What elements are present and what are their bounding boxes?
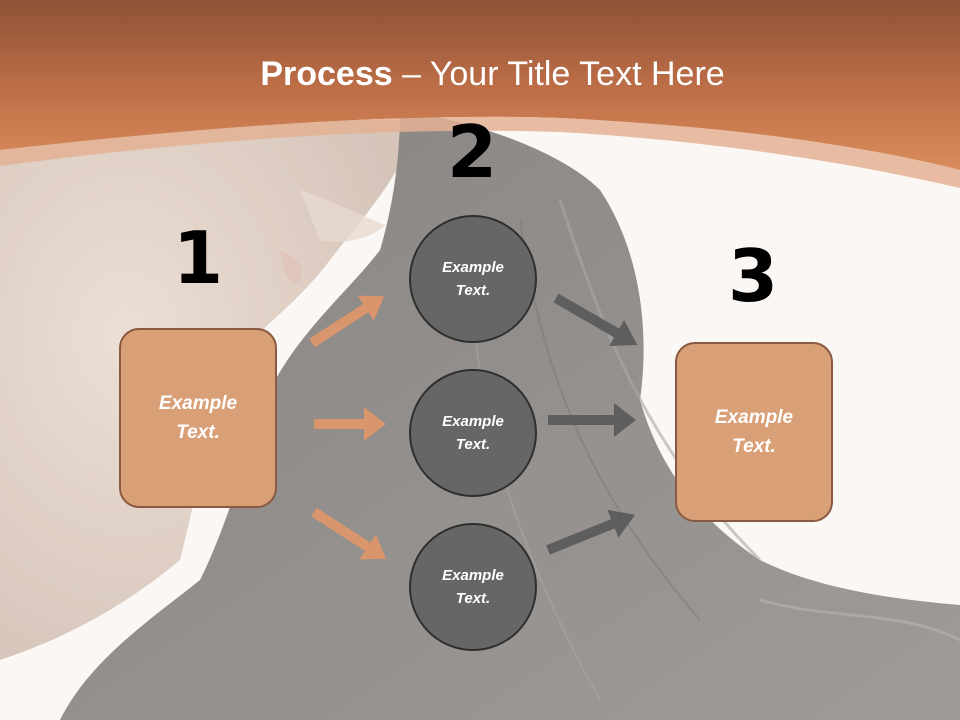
step-2-text-bottom: Example Text. [442, 567, 504, 607]
orange-arrow-right [314, 407, 386, 441]
step-2-number: 2 [446, 110, 498, 194]
gray-arrow-up-right [546, 509, 636, 555]
step-2-text-middle: Example Text. [442, 413, 504, 453]
step-2-circle-bottom: Example Text. [409, 523, 537, 651]
title-rest: – Your Title Text Here [392, 55, 725, 93]
step-2-circle-top: Example Text. [409, 215, 537, 343]
step-3-number: 3 [727, 234, 779, 318]
orange-arrow-down-right [311, 507, 387, 560]
orange-arrow-up-right [309, 295, 385, 348]
title-bold: Process [260, 55, 393, 93]
slide-title: Process – Your Title Text Here [0, 52, 960, 96]
step-3-box: Example Text. [675, 342, 833, 522]
gray-arrow-down-right [553, 293, 638, 346]
step-1-number: 1 [172, 216, 224, 300]
step-1-text: Example Text. [158, 393, 238, 443]
gray-arrow-right [548, 403, 636, 437]
step-3-text: Example Text. [714, 407, 794, 457]
step-2-circle-middle: Example Text. [409, 369, 537, 497]
step-1-box: Example Text. [119, 328, 277, 508]
step-2-text-top: Example Text. [442, 259, 504, 299]
